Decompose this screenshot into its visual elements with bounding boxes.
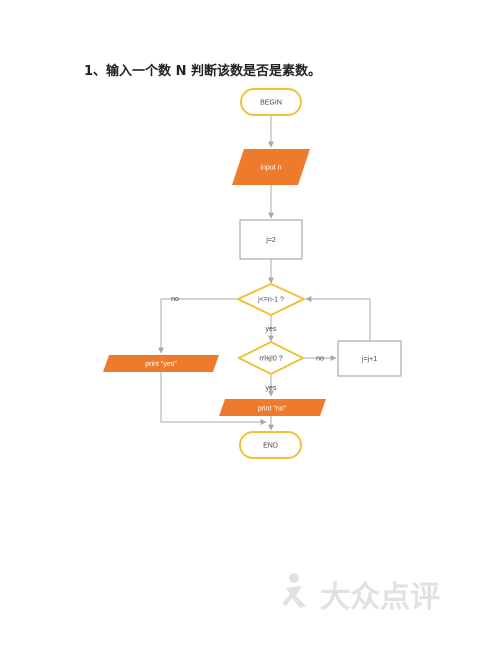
begin-label: BEGIN — [260, 100, 282, 107]
edge-increment-cond1 — [305, 296, 371, 341]
input-node: input n — [232, 149, 310, 185]
print-no-label: print "no" — [258, 406, 287, 413]
watermark-label: 大众点评 — [320, 580, 440, 615]
watermark-text: 大众点评 — [286, 572, 440, 616]
end-node: END — [239, 431, 302, 459]
begin-node: BEGIN — [240, 88, 302, 116]
print-no-node: print "no" — [219, 399, 326, 416]
cond1-node: j<=n-1 ? — [235, 282, 307, 317]
init-node: j=2 — [239, 219, 303, 260]
page-title: 1、输入一个数 N 判断该数是否是素数。 — [84, 64, 321, 79]
increment-label: j=j+1 — [361, 356, 377, 363]
edges — [158, 115, 371, 431]
input-label: input n — [260, 165, 281, 172]
edge-print-yes-end — [160, 372, 267, 425]
dianping-logo-icon — [282, 573, 306, 608]
edge-label-cond1-yes: yes — [266, 326, 277, 333]
init-label: j=2 — [265, 237, 276, 244]
edge-label-cond1-no: no — [171, 296, 179, 303]
cond1-label: j<=n-1 ? — [257, 297, 284, 304]
edge-cond1-print-yes — [158, 298, 239, 354]
cond2-label: n%j!0 ? — [259, 356, 282, 363]
increment-node: j=j+1 — [337, 340, 402, 377]
end-label: END — [263, 443, 278, 450]
print-yes-label: print "yes" — [145, 361, 177, 368]
print-yes-node: print "yes" — [103, 355, 219, 372]
cond2-node: n%j!0 ? — [236, 340, 306, 376]
edge-label-cond2-no: no — [316, 356, 324, 363]
edge-label-cond2-yes: yes — [266, 385, 277, 392]
